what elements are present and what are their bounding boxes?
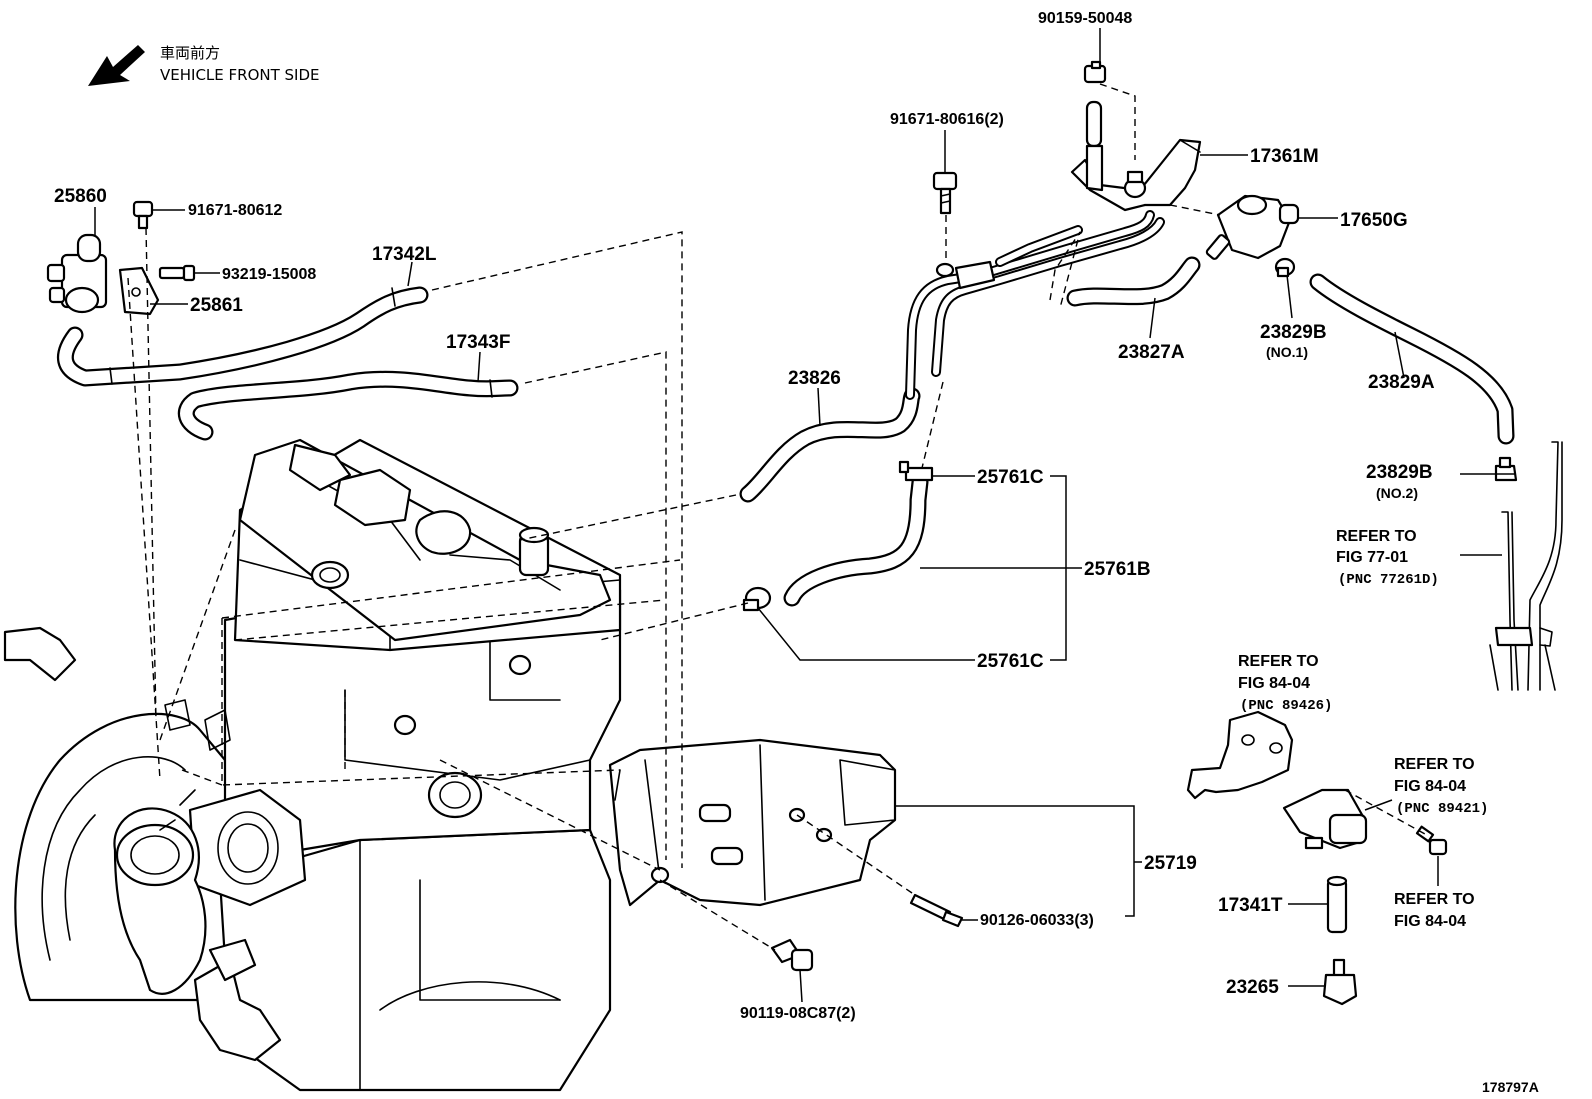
ref77-line3: (PNC 77261D) (1338, 572, 1439, 588)
label-17342l: 17342L (372, 244, 437, 265)
reference-fig-84-04-b: REFER TO FIG 84-04 (PNC 89421) (1394, 756, 1488, 817)
clamp-25761c-bottom-drawing (742, 586, 772, 612)
ref84c-line2: FIG 84-04 (1394, 913, 1466, 930)
label-25719: 25719 (1144, 853, 1197, 874)
hose-23829a-drawing (1309, 273, 1515, 445)
sensor-23265-drawing (1322, 958, 1358, 1006)
bracket-pnc-89426-drawing (1186, 710, 1294, 800)
label-17361m: 17361M (1250, 146, 1319, 167)
bolt-93219-15008-drawing (158, 264, 196, 282)
label-91671-80612: 91671-80612 (188, 202, 282, 219)
alignment-lines (127, 83, 1426, 951)
label-23829a: 23829A (1368, 372, 1435, 393)
ref84b-line2: FIG 84-04 (1394, 778, 1466, 795)
ref84b-line1: REFER TO (1394, 756, 1475, 773)
label-23827a: 23827A (1118, 342, 1185, 363)
clamp-23829b-no2-drawing (1494, 456, 1518, 482)
vacuum-pipe-drawing (905, 210, 1165, 400)
label-23829b-no1-note: (NO.1) (1266, 344, 1308, 360)
label-23829b-no2-note: (NO.2) (1376, 485, 1418, 501)
hose-23827a-drawing (1066, 256, 1201, 307)
label-17650g: 17650G (1340, 210, 1408, 231)
label-17343f: 17343F (446, 332, 510, 353)
label-91671-80616: 91671-80616(2) (890, 111, 1004, 128)
bracket-17361m-drawing (1070, 100, 1202, 212)
hose-to-fig77-drawing (1489, 441, 1563, 691)
bolt-fig84-drawing (1415, 825, 1448, 856)
vsv-25860-drawing (46, 233, 160, 316)
label-23265: 23265 (1226, 977, 1279, 998)
hose-23826-drawing (739, 387, 921, 503)
hose-17343f-drawing (177, 370, 519, 441)
label-25761c-top: 25761C (977, 467, 1044, 488)
hose-17342l-drawing (56, 286, 429, 387)
figure-id: 178797A (1482, 1079, 1539, 1095)
reference-fig-84-04-a: REFER TO FIG 84-04 (PNC 89426) (1238, 653, 1332, 714)
direction-label-jp: 車両前方 (160, 44, 220, 62)
sensor-pnc-89421-drawing (1282, 788, 1368, 850)
label-90159-50048: 90159-50048 (1038, 10, 1132, 27)
hose-25761b-drawing (783, 473, 929, 607)
bolt-91671-80616-drawing (932, 171, 958, 215)
bolt-90119-08c87-drawing (770, 938, 814, 972)
vehicle-front-arrow-icon (88, 45, 145, 86)
clamp-25761c-top-drawing (898, 460, 934, 482)
canister-assembly-25719-drawing (608, 738, 897, 907)
ref77-line2: FIG 77-01 (1336, 549, 1408, 566)
ref84a-line3: (PNC 89426) (1240, 698, 1332, 714)
bolt-91671-80612-drawing (132, 200, 154, 230)
label-23829b-no2: 23829B (1366, 462, 1433, 483)
ref84b-line3: (PNC 89421) (1396, 801, 1488, 817)
label-25861: 25861 (190, 295, 243, 316)
clamp-23829b-no1-drawing (1274, 257, 1296, 278)
label-25860: 25860 (54, 186, 107, 207)
ref84a-line1: REFER TO (1238, 653, 1319, 670)
ref84c-line1: REFER TO (1394, 891, 1475, 908)
vsv-17650g-drawing (1205, 194, 1300, 260)
bolt-90159-50048-drawing (1083, 60, 1107, 84)
label-23829b-no1: 23829B (1260, 322, 1327, 343)
ref77-line1: REFER TO (1336, 528, 1417, 545)
stud-90126-06033-drawing (909, 893, 964, 928)
ref84a-line2: FIG 84-04 (1238, 675, 1310, 692)
leader-lines (94, 28, 1516, 1003)
reference-fig-84-04-c: REFER TO FIG 84-04 (1394, 891, 1475, 930)
reference-fig-77-01: REFER TO FIG 77-01 (PNC 77261D) (1336, 528, 1439, 588)
engine-assembly-drawing (3, 438, 622, 1092)
hose-17341t-drawing (1326, 875, 1348, 934)
label-23826: 23826 (788, 368, 841, 389)
direction-label-en: VEHICLE FRONT SIDE (160, 66, 320, 84)
label-25761c-bottom: 25761C (977, 651, 1044, 672)
label-25761b: 25761B (1084, 559, 1151, 580)
label-93219-15008: 93219-15008 (222, 266, 316, 283)
label-90119-08c87: 90119-08C87(2) (740, 1005, 856, 1022)
label-17341t: 17341T (1218, 895, 1283, 916)
label-90126-06033: 90126-06033(3) (980, 912, 1094, 929)
